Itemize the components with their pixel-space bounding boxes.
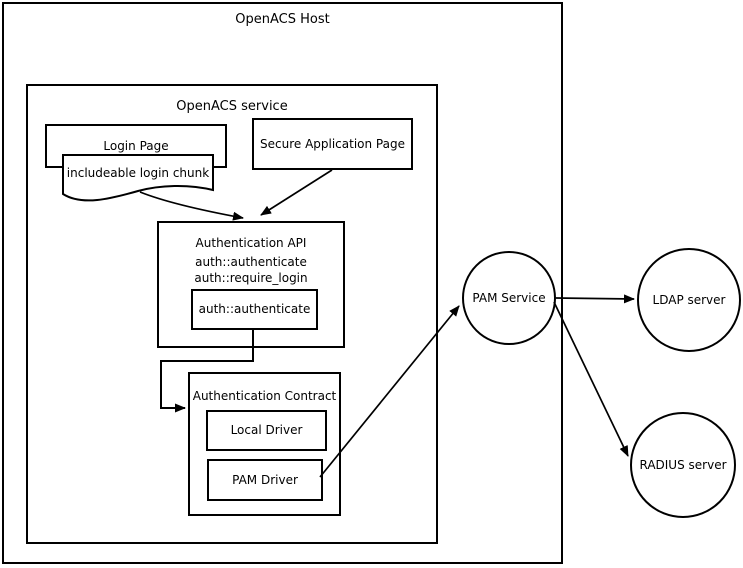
auth-authenticate-box — [191, 289, 318, 330]
secure-app-page-label: Secure Application Page — [260, 136, 405, 151]
edge-auth-api-to-contract — [160, 329, 254, 413]
edge-secure-page-to-auth-api — [260, 169, 333, 216]
auth-api-title: Authentication API — [195, 235, 307, 250]
edge-pam-service-to-radius — [553, 301, 629, 457]
login-chunk-shape — [62, 154, 214, 202]
login-chunk-label: includeable login chunk — [66, 166, 210, 180]
local-driver-label: Local Driver — [230, 423, 303, 437]
pam-service-label: PAM Service — [472, 290, 546, 305]
auth-contract-title: Authentication Contract — [192, 388, 337, 403]
radius-server-label: RADIUS server — [639, 457, 727, 472]
ldap-server-label: LDAP server — [652, 292, 726, 307]
host-title: OpenACS Host — [235, 11, 330, 27]
pam-driver-label: PAM Driver — [232, 472, 298, 487]
edge-pam-driver-to-pam-service — [319, 305, 460, 478]
local-driver-box — [206, 410, 327, 451]
secure-app-page-box — [252, 118, 413, 170]
service-title: OpenACS service — [176, 98, 288, 114]
login-page-label: Login Page — [103, 138, 169, 153]
auth-api-authenticate-text: auth::authenticate — [195, 254, 307, 269]
pam-driver-box — [207, 459, 323, 501]
pam-service-circle — [462, 251, 556, 345]
auth-authenticate-label: auth::authenticate — [198, 302, 311, 316]
auth-api-require-login-text: auth::require_login — [194, 270, 308, 285]
ldap-server-circle — [637, 248, 741, 352]
edge-pam-service-to-ldap — [555, 294, 635, 304]
edge-login-chunk-to-auth-api — [139, 191, 244, 221]
radius-server-circle — [630, 412, 736, 518]
